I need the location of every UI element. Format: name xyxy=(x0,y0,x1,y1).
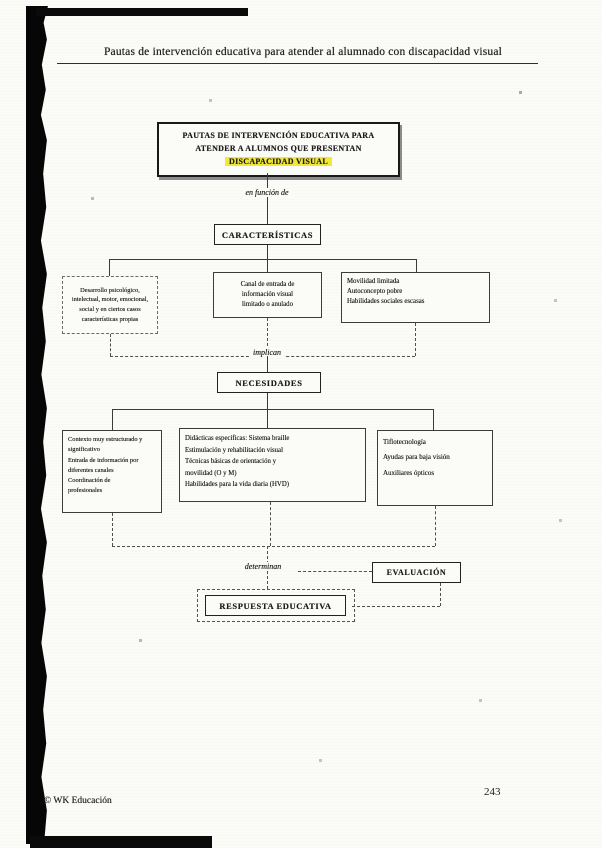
node-necesidades: NECESIDADES xyxy=(217,372,321,393)
scan-top-bar-artifact xyxy=(36,8,248,16)
connector-line-dashed-h xyxy=(352,606,440,607)
connector-line-v xyxy=(267,393,268,409)
connector-label-implican: implican xyxy=(250,348,284,357)
connector-line-dashed-h xyxy=(298,571,372,572)
connector-line-v xyxy=(109,259,110,276)
connector-line-h xyxy=(112,409,433,410)
connector-line-dashed-v xyxy=(415,323,416,356)
header-rule xyxy=(57,63,538,64)
flowchart-title-box: PAUTAS DE INTERVENCIÓN EDUCATIVA PARA AT… xyxy=(157,122,400,177)
connector-line-dashed-v xyxy=(435,506,436,546)
connector-line-v xyxy=(416,259,417,272)
connector-label-en-funcion-de: en función de xyxy=(242,188,292,197)
connector-line-v xyxy=(267,409,268,428)
connector-line-dashed-v xyxy=(440,583,441,606)
page-number: 243 xyxy=(484,786,501,798)
connector-line-h xyxy=(109,259,416,260)
connector-line-v xyxy=(267,173,268,224)
scan-noise-specks xyxy=(0,0,1,1)
connector-line-dashed-v xyxy=(112,513,113,546)
node-caracteristicas: CARACTERÍSTICAS xyxy=(214,224,321,245)
box-desarrollo-psicologico: Desarrollo psicológico,intelectual, moto… xyxy=(62,276,158,334)
title-line-3-wrap: DISCAPACIDAD VISUAL xyxy=(163,155,394,168)
connector-line-dashed-v xyxy=(267,318,268,356)
running-header: Pautas de intervención educativa para at… xyxy=(103,46,503,58)
binding-edge-artifact xyxy=(26,6,48,844)
connector-line-v xyxy=(267,259,268,272)
node-evaluacion: EVALUACIÓN xyxy=(372,562,461,583)
connector-line-v xyxy=(433,409,434,430)
connector-line-dashed-h xyxy=(112,546,435,547)
connector-line-v xyxy=(267,356,268,372)
connector-line-v xyxy=(112,409,113,430)
title-line-1: PAUTAS DE INTERVENCIÓN EDUCATIVA PARA xyxy=(182,131,375,140)
title-line-3-highlighted: DISCAPACIDAD VISUAL xyxy=(225,157,332,167)
connector-label-determinan: determinan xyxy=(241,562,285,571)
footer-copyright: © WK Educación xyxy=(44,796,112,806)
title-line-2: ATENDER A ALUMNOS QUE PRESENTAN xyxy=(195,144,362,154)
scan-bottom-bar-artifact xyxy=(30,836,212,848)
connector-line-v xyxy=(267,245,268,259)
node-respuesta-educativa: RESPUESTA EDUCATIVA xyxy=(205,595,346,616)
connector-line-dashed-v xyxy=(110,334,111,356)
connector-line-dashed-v xyxy=(270,502,271,546)
respuesta-dashed-frame xyxy=(197,589,355,622)
